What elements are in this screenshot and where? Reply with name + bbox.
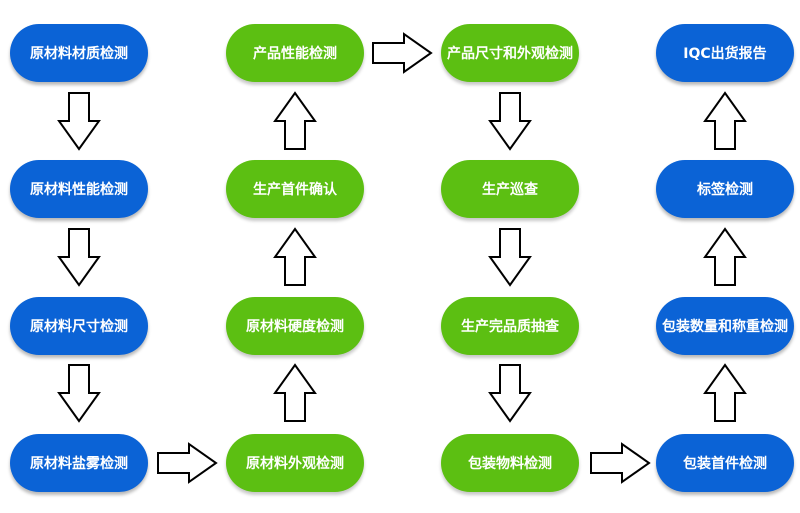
step-iqc-report: IQC出货报告: [656, 24, 794, 82]
arrow-up-icon: [703, 227, 747, 286]
arrow-up-icon: [703, 91, 747, 150]
step-first-article-confirm: 生产首件确认: [226, 160, 364, 218]
arrow-up-icon: [273, 91, 317, 150]
step-packaging-first-article: 包装首件检测: [656, 434, 794, 492]
arrow-down-icon: [488, 364, 532, 423]
arrow-down-icon: [57, 228, 101, 287]
step-packaging-material: 包装物料检测: [441, 434, 579, 492]
step-raw-material-performance: 原材料性能检测: [10, 160, 148, 218]
step-production-patrol: 生产巡查: [441, 160, 579, 218]
arrow-down-icon: [57, 364, 101, 423]
step-raw-material-appearance: 原材料外观检测: [226, 434, 364, 492]
arrow-down-icon: [488, 92, 532, 151]
arrow-right-icon: [590, 442, 651, 484]
arrow-down-icon: [57, 92, 101, 151]
arrow-up-icon: [273, 363, 317, 422]
step-packaging-quantity-weight: 包装数量和称重检测: [656, 297, 794, 355]
step-finished-sampling: 生产完品质抽查: [441, 297, 579, 355]
arrow-up-icon: [703, 363, 747, 422]
step-raw-material-hardness: 原材料硬度检测: [226, 297, 364, 355]
arrow-right-icon: [157, 442, 218, 484]
arrow-down-icon: [488, 228, 532, 287]
arrow-up-icon: [273, 227, 317, 286]
step-raw-material-salt-spray: 原材料盐雾检测: [10, 434, 148, 492]
arrow-right-icon: [372, 32, 433, 74]
step-raw-material-dimension: 原材料尺寸检测: [10, 297, 148, 355]
step-raw-material-composition: 原材料材质检测: [10, 24, 148, 82]
step-label-check: 标签检测: [656, 160, 794, 218]
step-product-performance: 产品性能检测: [226, 24, 364, 82]
step-product-dimension-appearance: 产品尺寸和外观检测: [441, 24, 579, 82]
